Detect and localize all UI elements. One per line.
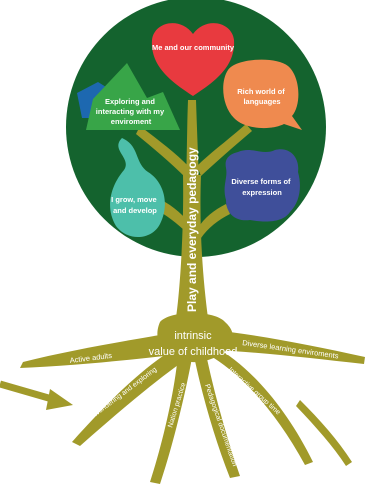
drop-text-line1: I grow, move	[111, 195, 157, 204]
tree-trunk	[20, 100, 365, 484]
heart-text: Me and our community	[152, 43, 235, 52]
root-label-pedagogical-documentation: Pedagogical documentation	[203, 383, 238, 467]
svg-text:Diverse forms of expressio: Diverse forms of expression	[231, 177, 292, 197]
svg-text:Rich world of languages: Rich world of languages	[237, 87, 287, 106]
mountain-shape	[86, 63, 180, 130]
center-label-line2: value of childhood	[149, 346, 238, 358]
mountain-text-line3: enviroment	[111, 117, 152, 126]
svg-text:Exploring and interacting: Exploring and interacting with my enviro…	[96, 97, 166, 126]
drop-shape	[110, 138, 165, 238]
root-label-interactive-group: Interactive group time	[227, 366, 282, 416]
center-label-line1: intrinsic	[174, 330, 212, 342]
mountain-text-line1: Exploring and	[105, 97, 155, 106]
svg-text:I grow, move and develop: I grow, move and develop	[111, 195, 159, 215]
trunk-label: Play and everyday pedagogy	[185, 147, 199, 312]
speech-bubble-shape	[223, 59, 302, 131]
blob-text-line1: Diverse forms of	[231, 177, 291, 186]
blob-shape	[224, 149, 300, 222]
root-label-wondering: Wondering and exploring	[92, 366, 158, 418]
drop-text-line2: and develop	[113, 206, 157, 215]
speech-text-line1: Rich world of	[237, 87, 285, 96]
mountain-text-line2: interacting with my	[96, 107, 165, 116]
speech-text-line2: languages	[243, 97, 280, 106]
heart-shape	[151, 23, 235, 97]
arrow-icon	[0, 380, 73, 410]
blob-text-line2: expression	[242, 188, 282, 197]
